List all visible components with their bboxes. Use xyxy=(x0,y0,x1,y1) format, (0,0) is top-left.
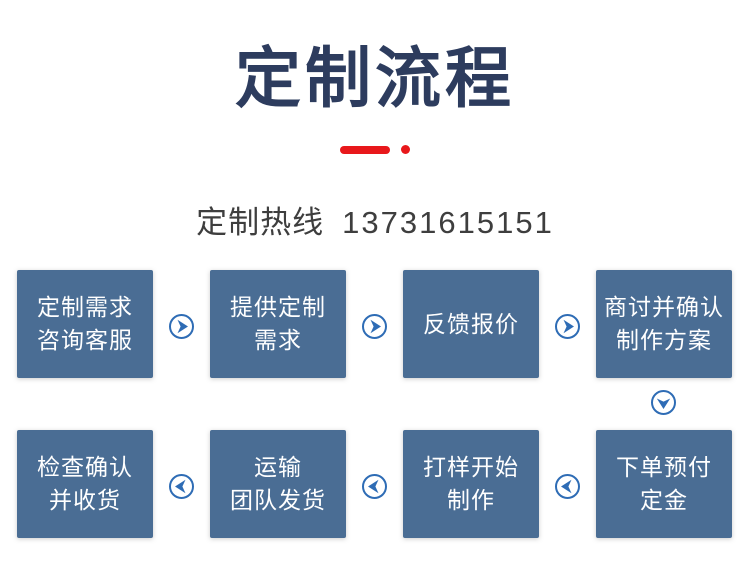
flow-step-provide-requirements: 提供定制 需求 xyxy=(210,270,346,378)
flow-step-line: 定制需求 xyxy=(37,294,133,320)
arrow-right-icon xyxy=(361,313,388,340)
flow-step-shipping: 运输 团队发货 xyxy=(210,430,346,538)
flow-step-order-deposit: 下单预付 定金 xyxy=(596,430,732,538)
flow-step-line: 定金 xyxy=(640,487,688,513)
arrow-right-icon xyxy=(168,313,195,340)
flow-step-line: 制作方案 xyxy=(616,327,712,353)
arrow-left-icon xyxy=(554,473,581,500)
divider-dot-icon xyxy=(401,145,410,154)
flow-step-line: 商讨并确认 xyxy=(604,294,724,320)
flow-step-confirm-plan: 商讨并确认 制作方案 xyxy=(596,270,732,378)
title-divider xyxy=(0,145,750,154)
arrow-left-icon xyxy=(168,473,195,500)
hotline: 定制热线 13731615151 xyxy=(0,197,750,242)
hotline-number: 13731615151 xyxy=(342,205,554,240)
arrow-down-icon xyxy=(650,389,677,416)
flow-step-consult: 定制需求 咨询客服 xyxy=(17,270,153,378)
flow-step-line: 咨询客服 xyxy=(37,327,133,353)
hotline-label: 定制热线 xyxy=(196,205,325,240)
flow-step-line: 提供定制 xyxy=(230,294,326,320)
flow-step-line: 需求 xyxy=(254,327,302,353)
arrow-left-icon xyxy=(361,473,388,500)
flow-step-line: 运输 xyxy=(254,454,302,480)
arrow-right-icon xyxy=(554,313,581,340)
flow-step-line: 制作 xyxy=(447,487,495,513)
flow-step-line: 团队发货 xyxy=(230,487,326,513)
flow-step-line: 并收货 xyxy=(49,487,121,513)
flow-step-line: 打样开始 xyxy=(423,454,519,480)
flow-step-line: 反馈报价 xyxy=(423,310,519,337)
flow-step-sampling-production: 打样开始 制作 xyxy=(403,430,539,538)
divider-bar-icon xyxy=(340,145,390,154)
page-title: 定制流程 xyxy=(235,41,515,115)
flow-step-quote-feedback: 反馈报价 xyxy=(403,270,539,378)
flow-step-line: 检查确认 xyxy=(37,454,133,480)
flow-step-line: 下单预付 xyxy=(616,454,712,480)
flow-step-inspect-receive: 检查确认 并收货 xyxy=(17,430,153,538)
